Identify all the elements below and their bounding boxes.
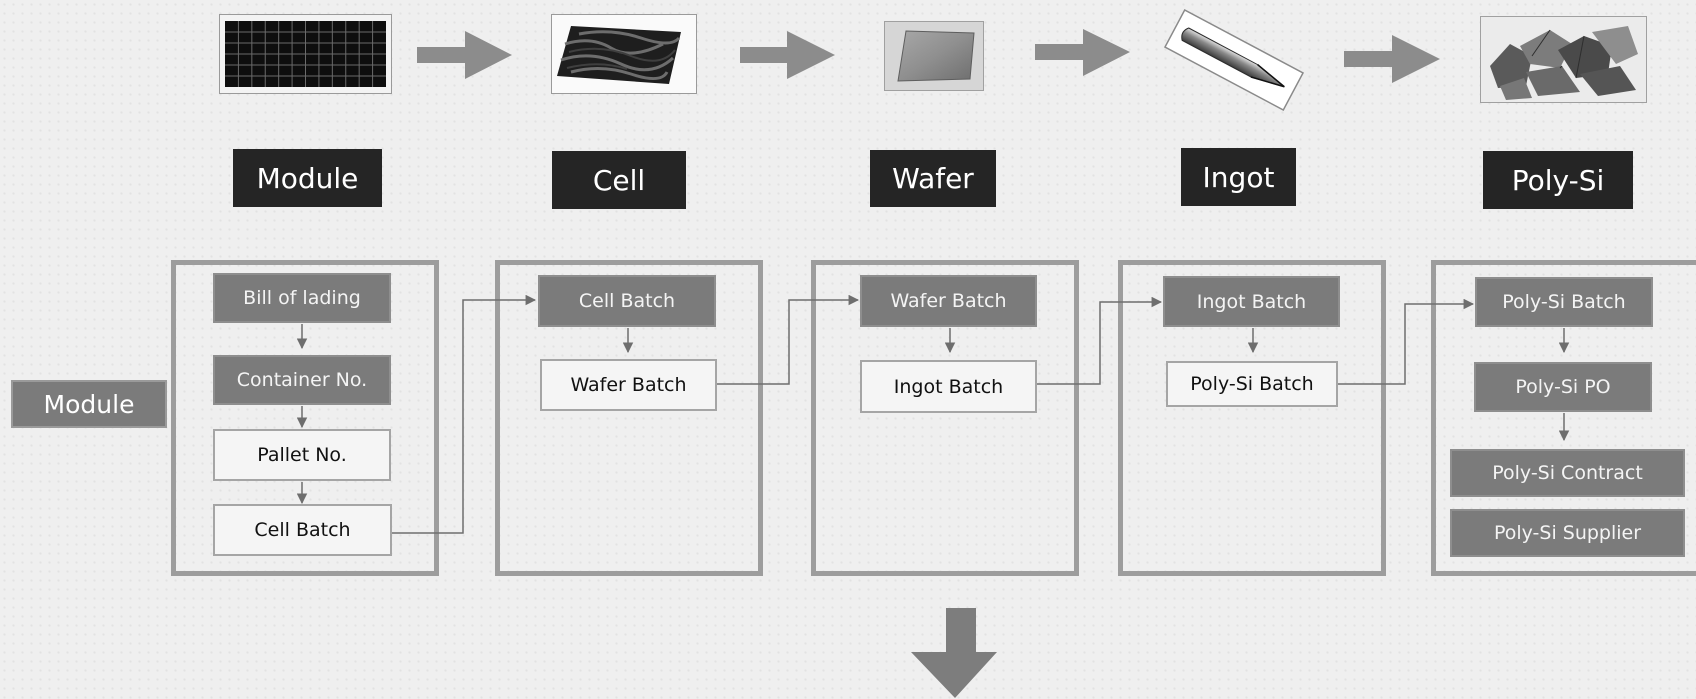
silicon-ingot-image <box>1163 8 1305 112</box>
panel-wafer <box>811 260 1079 576</box>
box-pallet-no: Pallet No. <box>213 429 391 481</box>
box-polysi-supplier: Poly-Si Supplier <box>1450 509 1685 557</box>
stage-label-module: Module <box>233 149 382 207</box>
box-ingot-polysi-batch: Poly-Si Batch <box>1166 361 1338 407</box>
box-polysi-po: Poly-Si PO <box>1474 362 1652 412</box>
box-bill-of-lading: Bill of lading <box>213 273 391 323</box>
arrow-module-to-cell <box>417 31 512 79</box>
arrow-ingot-to-polysi <box>1344 35 1440 83</box>
silicon-wafer-image <box>884 21 984 91</box>
panel-polysi <box>1431 260 1696 576</box>
panel-ingot <box>1118 260 1386 576</box>
box-cell-wafer-batch: Wafer Batch <box>540 359 717 411</box>
box-cell-batch: Cell Batch <box>538 275 716 327</box>
polysilicon-chunks-image <box>1480 16 1647 103</box>
side-label-module: Module <box>11 380 167 428</box>
stage-label-ingot: Ingot <box>1181 148 1296 206</box>
box-wafer-batch: Wafer Batch <box>860 275 1037 327</box>
box-module-cell-batch: Cell Batch <box>213 504 392 556</box>
box-polysi-contract: Poly-Si Contract <box>1450 449 1685 497</box>
box-wafer-ingot-batch: Ingot Batch <box>860 360 1037 413</box>
stage-label-wafer: Wafer <box>870 150 996 207</box>
arrow-cell-to-wafer <box>740 31 835 79</box>
solar-cell-image <box>551 14 697 94</box>
stage-label-polysi: Poly-Si <box>1483 151 1633 209</box>
down-arrow <box>911 608 997 698</box>
box-container-no: Container No. <box>213 355 391 405</box>
box-polysi-batch: Poly-Si Batch <box>1475 277 1653 327</box>
box-ingot-batch: Ingot Batch <box>1163 276 1340 327</box>
stage-label-cell: Cell <box>552 151 686 209</box>
arrow-wafer-to-ingot <box>1035 29 1130 76</box>
solar-module-image <box>219 14 392 94</box>
